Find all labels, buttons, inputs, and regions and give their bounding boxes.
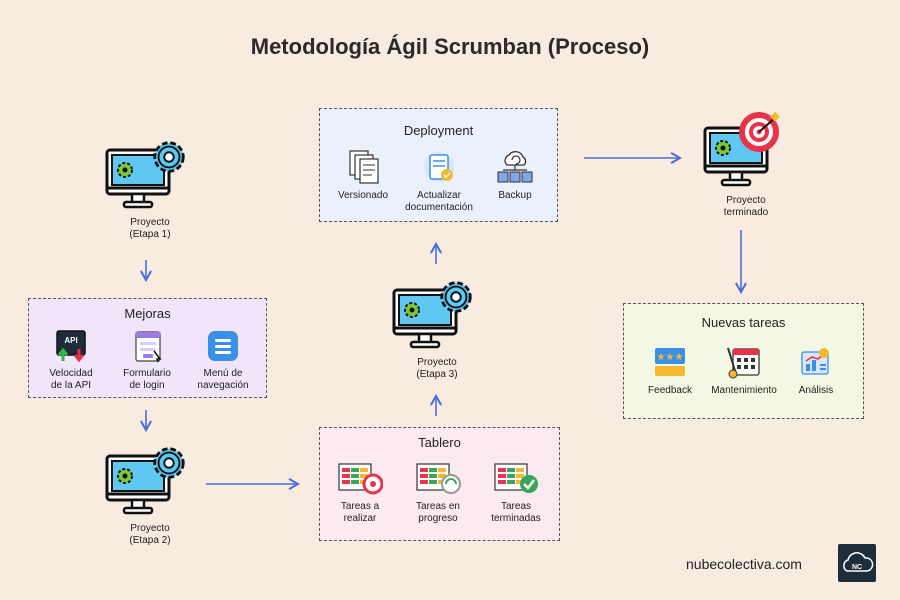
arrow-etapa3-to-deployment xyxy=(429,241,443,264)
mejoras-box: Mejoras API Velocidad de la API Formular… xyxy=(28,298,267,398)
brand-logo: NC xyxy=(838,544,876,582)
documents-icon xyxy=(349,150,379,184)
svg-text:★★★: ★★★ xyxy=(657,352,684,363)
node-label-line2: (Etapa 3) xyxy=(416,369,458,380)
tablero-item-realizar: Tareas a realizar xyxy=(324,460,396,525)
node-label-line1: Proyecto xyxy=(130,217,170,228)
arrow-terminado-to-nuevas xyxy=(734,230,748,295)
deployment-item-documentacion: Actualizar documentación xyxy=(400,149,478,214)
mejoras-item-api: API Velocidad de la API xyxy=(39,329,103,392)
nuevas-item-feedback: ★★★ Feedback xyxy=(640,344,700,397)
arrow-deployment-to-terminado xyxy=(584,151,683,165)
api-icon: API xyxy=(56,330,86,363)
item-label-line1: Tareas xyxy=(500,501,531,512)
arrow-tablero-to-etapa3 xyxy=(429,393,443,416)
mejoras-title: Mejoras xyxy=(124,306,171,321)
deployment-item-backup: Backup xyxy=(482,149,548,202)
item-label-line1: Formulario xyxy=(123,368,171,379)
item-label-line1: Análisis xyxy=(798,385,834,396)
mejoras-item-menu: Menú de navegación xyxy=(191,329,255,392)
mejoras-item-login: Formulario de login xyxy=(115,329,179,392)
monitor-gear-icon xyxy=(392,281,472,349)
nuevas-item-mantenimiento: Mantenimiento xyxy=(704,344,784,397)
item-label-line2: realizar xyxy=(343,513,377,524)
tablero-item-progreso: Tareas en progreso xyxy=(402,460,474,525)
deployment-title: Deployment xyxy=(403,123,474,138)
svg-text:API: API xyxy=(64,336,77,345)
form-icon xyxy=(135,331,162,363)
node-proyecto-etapa1: Proyecto (Etapa 1) xyxy=(102,138,198,241)
cloud-backup-icon xyxy=(497,151,533,183)
nuevas-tareas-title: Nuevas tareas xyxy=(701,315,786,330)
node-proyecto-etapa3: Proyecto (Etapa 3) xyxy=(389,278,485,381)
item-label-line1: Velocidad xyxy=(49,368,93,379)
tablero-title: Tablero xyxy=(418,435,461,450)
kanban-done-icon xyxy=(494,463,538,493)
doc-update-icon xyxy=(424,152,454,182)
feedback-icon: ★★★ xyxy=(655,348,685,376)
node-label-line2: (Etapa 2) xyxy=(129,535,171,546)
item-label-line1: Versionado xyxy=(337,190,389,201)
node-label-line1: Proyecto xyxy=(726,195,766,206)
node-label-line1: Proyecto xyxy=(417,357,457,368)
item-label-line1: Actualizar xyxy=(417,190,461,201)
monitor-gear-icon xyxy=(105,447,185,515)
node-proyecto-etapa2: Proyecto (Etapa 2) xyxy=(102,444,198,547)
item-label-line2: progreso xyxy=(418,513,458,524)
nuevas-tareas-box: Nuevas tareas ★★★ Feedback Mantenimiento xyxy=(623,303,864,419)
footer-site: nubecolectiva.com xyxy=(686,556,802,572)
logo-text: NC xyxy=(852,564,862,571)
nuevas-item-analisis: Análisis xyxy=(786,344,846,397)
deployment-box: Deployment Versionado Actualizar documen… xyxy=(319,108,558,222)
node-label-line2: (Etapa 1) xyxy=(129,229,171,240)
node-proyecto-terminado: Proyecto terminado xyxy=(696,110,796,219)
item-label-line1: Tareas en xyxy=(416,501,460,512)
tablero-item-terminadas: Tareas terminadas xyxy=(480,460,552,525)
arrow-mejoras-to-etapa2 xyxy=(139,410,153,433)
item-label-line2: de la API xyxy=(50,380,92,391)
arrow-etapa1-to-mejoras xyxy=(139,260,153,283)
cloud-logo-icon: NC xyxy=(843,552,874,572)
kanban-target-icon xyxy=(338,463,384,495)
item-label-line1: Feedback xyxy=(648,385,692,396)
item-label-line1: Backup xyxy=(498,190,532,201)
arrow-etapa2-to-tablero xyxy=(206,477,301,491)
monitor-target-icon xyxy=(703,111,780,187)
item-label-line1: Tareas a xyxy=(340,501,380,512)
deployment-item-versionado: Versionado xyxy=(328,149,398,202)
item-label-line2: documentación xyxy=(405,202,473,213)
item-label-line2: terminadas xyxy=(491,513,541,524)
kanban-progress-icon xyxy=(416,463,461,494)
calendar-tools-icon xyxy=(727,347,760,379)
tablero-box: Tablero Tareas a realizar Tareas en prog… xyxy=(319,427,560,541)
item-label-line2: de login xyxy=(129,380,165,391)
node-label-line1: Proyecto xyxy=(130,523,170,534)
item-label-line1: Mantenimiento xyxy=(711,385,777,396)
node-label-line2: terminado xyxy=(723,207,769,218)
item-label-line1: Menú de xyxy=(203,368,243,379)
analytics-icon xyxy=(801,348,829,375)
page-title: Metodología Ágil Scrumban (Proceso) xyxy=(250,34,650,59)
monitor-gear-icon xyxy=(105,141,185,209)
item-label-line2: navegación xyxy=(197,380,249,391)
menu-icon xyxy=(208,331,238,361)
